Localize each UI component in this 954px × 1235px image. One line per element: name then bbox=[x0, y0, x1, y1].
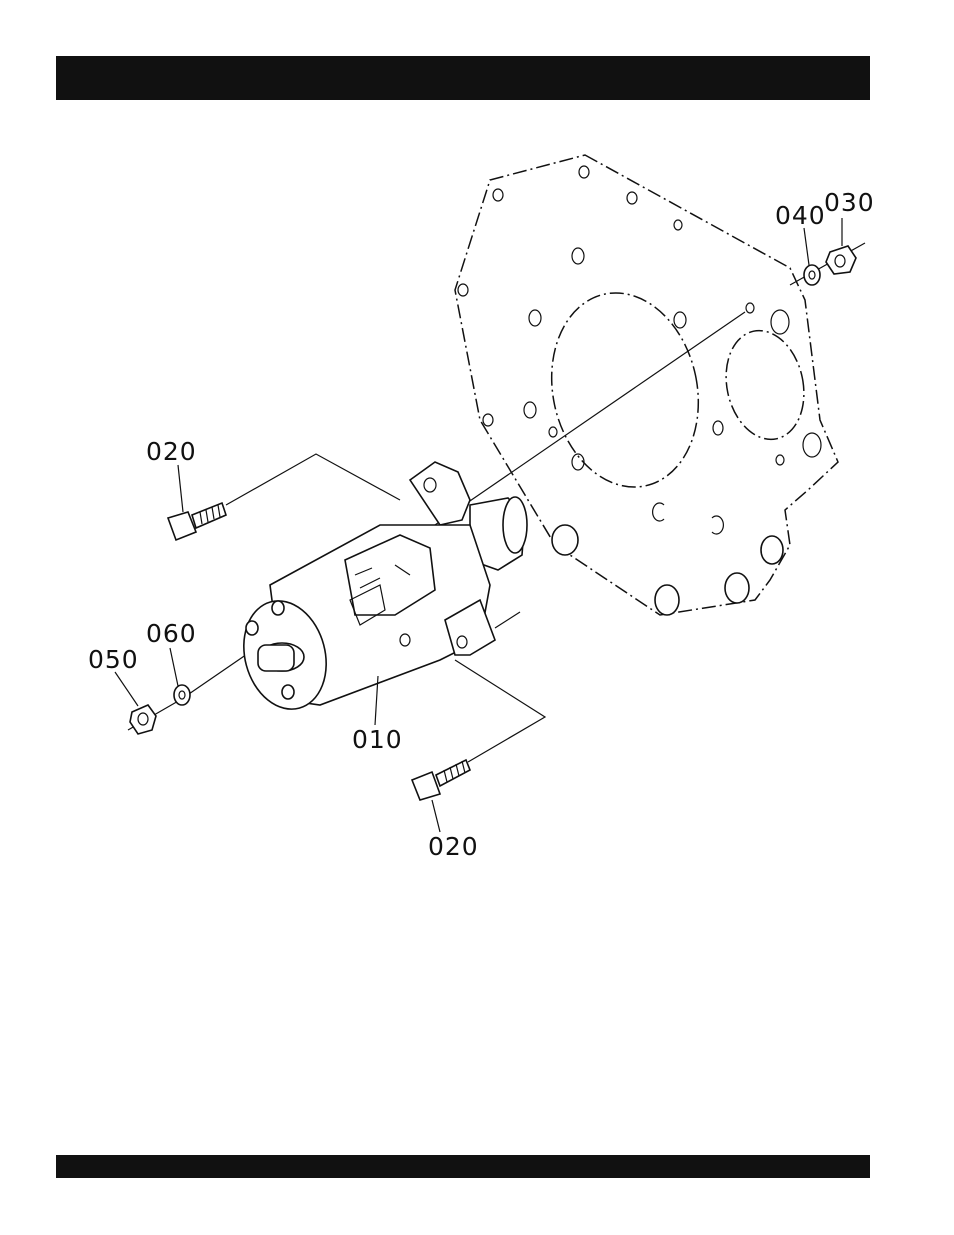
callout-bolt-upper: 020 bbox=[146, 437, 197, 466]
washer-left bbox=[174, 685, 190, 705]
footer-bar bbox=[56, 1155, 870, 1178]
callout-nut-left: 050 bbox=[88, 645, 139, 674]
bolt-lower bbox=[412, 760, 470, 800]
bolt-upper bbox=[168, 503, 226, 540]
callout-washer-left: 060 bbox=[146, 619, 197, 648]
starter-motor bbox=[232, 462, 527, 718]
callout-bolt-lower: 020 bbox=[428, 832, 479, 861]
callout-starter: 010 bbox=[352, 725, 403, 754]
washer-right bbox=[804, 265, 820, 285]
nut-left bbox=[130, 705, 156, 734]
callout-washer-right: 040 bbox=[775, 201, 826, 230]
callout-nut-right: 030 bbox=[824, 188, 875, 217]
nut-right bbox=[826, 246, 856, 274]
